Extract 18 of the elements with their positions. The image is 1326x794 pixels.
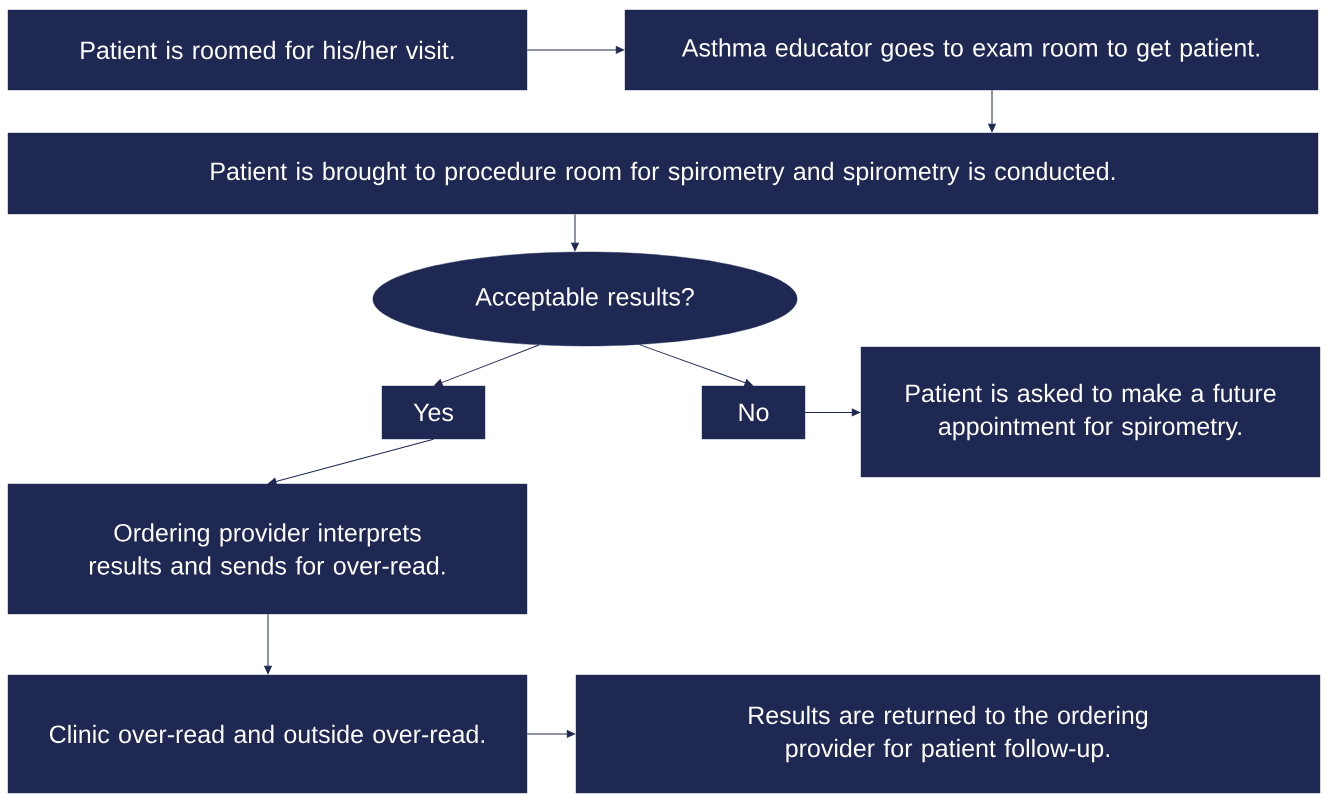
process-box: Patient is brought to procedure room for spirometry and spirometry is conducted. (7, 132, 1319, 215)
arrow (638, 344, 753, 387)
arrow (434, 344, 540, 387)
arrow (804, 408, 861, 417)
process-box: Patient is roomed for his/her visit. (7, 9, 528, 91)
arrow (268, 438, 434, 486)
arrow (526, 46, 625, 54)
process-box: Patient is asked to make a future appointment for spirometry. (860, 346, 1321, 478)
answer-box: Yes (381, 385, 486, 440)
process-box: Results are returned to the ordering provider for patient follow-up. (575, 674, 1321, 794)
arrow (988, 89, 996, 133)
answer-box: No (701, 385, 806, 440)
process-box: Clinic over-read and outside over-read. (7, 674, 528, 794)
arrow (526, 730, 576, 738)
arrow (571, 213, 579, 252)
process-box: Ordering provider interprets results and sends for over-read. (7, 483, 528, 615)
process-box: Asthma educator goes to exam room to get patient. (624, 9, 1319, 91)
arrow (264, 613, 272, 675)
